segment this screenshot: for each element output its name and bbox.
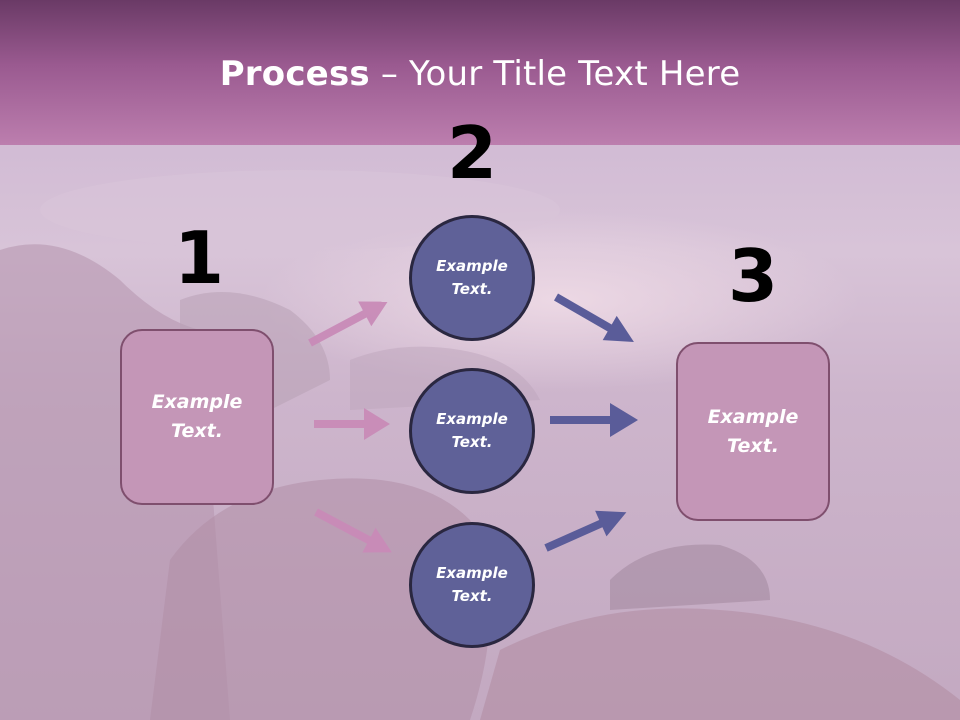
step-2-node-middle: Example Text. xyxy=(409,368,535,494)
step-3-text: Example Text. xyxy=(707,405,799,457)
arrow-box1-to-node1 xyxy=(308,301,388,347)
step-2-node-top: Example Text. xyxy=(409,215,535,341)
step-3-box: Example Text. xyxy=(676,342,830,521)
title-rest: – Your Title Text Here xyxy=(369,54,741,94)
arrow-node3-to-box3 xyxy=(544,510,627,552)
slide-title: Process – Your Title Text Here xyxy=(0,52,960,96)
step-1-box: Example Text. xyxy=(120,329,274,505)
step-2-node-bottom: Example Text. xyxy=(409,522,535,648)
step-number-1: 1 xyxy=(173,216,225,300)
step-1-text: Example Text. xyxy=(151,391,243,442)
arrow-box1-to-node2 xyxy=(314,408,390,440)
arrow-node1-to-box3 xyxy=(554,293,634,342)
title-bold: Process xyxy=(219,54,370,94)
step-number-2: 2 xyxy=(446,111,498,195)
step-number-3: 3 xyxy=(727,234,779,318)
node-middle-text: Example Text. xyxy=(436,410,508,451)
node-bottom-text: Example Text. xyxy=(436,564,508,605)
title-bar xyxy=(0,0,960,145)
arrow-box1-to-node3 xyxy=(314,508,392,553)
node-top-text: Example Text. xyxy=(436,257,508,298)
arrow-node2-to-box3 xyxy=(550,403,638,437)
